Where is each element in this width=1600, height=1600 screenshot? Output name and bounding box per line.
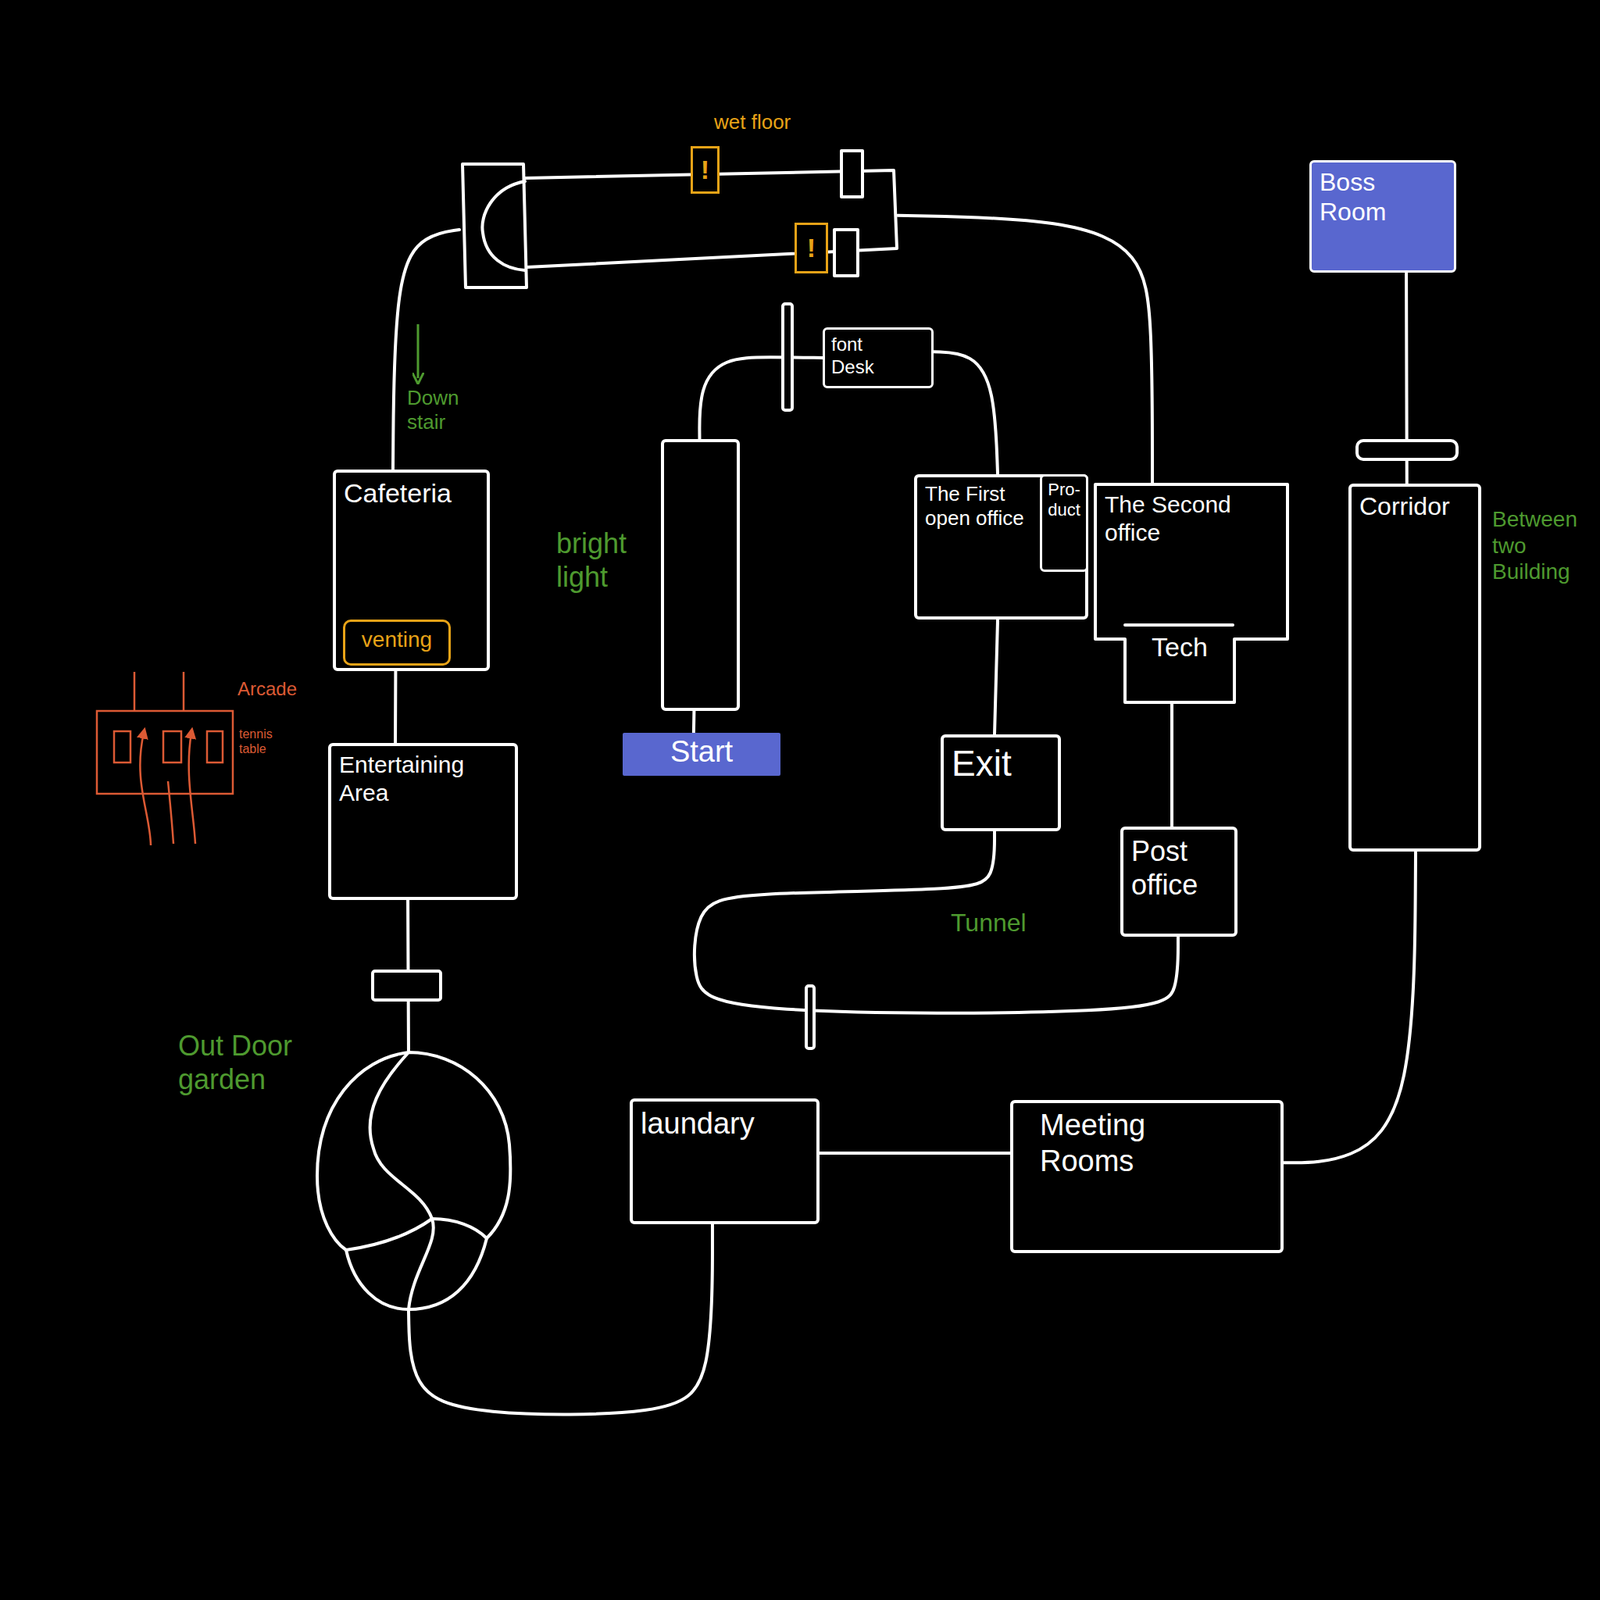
- tennis-table: [163, 731, 182, 763]
- node-label: Exit: [951, 742, 1050, 786]
- node-label: Tech: [1125, 631, 1235, 664]
- wet-floor-sign: !: [690, 146, 720, 194]
- outline-path: [1125, 623, 1233, 627]
- outline-path: [370, 1052, 434, 1310]
- door: [1357, 440, 1458, 460]
- node-label: The Second office: [1104, 490, 1277, 547]
- connector: [692, 710, 697, 733]
- node-label: Boss Room: [1319, 167, 1422, 228]
- arcade-wall: [133, 671, 136, 711]
- node-label: Out Door garden: [178, 1028, 308, 1097]
- down-arrow: [417, 324, 420, 379]
- outline-path: [841, 150, 863, 197]
- room-box: Exit: [940, 734, 1061, 832]
- outline-path: [432, 1218, 487, 1239]
- note-label: tennis table: [239, 726, 283, 757]
- hallway-box: bright light: [660, 439, 740, 711]
- wet-floor-sign: !: [794, 222, 829, 274]
- start-band: Start: [622, 732, 781, 776]
- front-desk: font Desk: [822, 327, 934, 389]
- room-box: venting Cafeteria: [332, 469, 490, 672]
- note-label: Between two Building: [1492, 506, 1588, 586]
- arcade-path: [167, 781, 174, 844]
- connector: [699, 357, 823, 440]
- node-label: Start: [627, 734, 776, 771]
- room-box: Entertaining Area: [328, 742, 518, 900]
- door: [372, 971, 441, 1000]
- room-box: Pro- duct: [1039, 474, 1089, 572]
- hazard-box: venting: [342, 619, 451, 666]
- garden-shape: Out Door garden: [310, 1050, 516, 1311]
- tennis-table: [207, 731, 223, 763]
- outline-path: [1095, 484, 1288, 703]
- door: [782, 303, 793, 411]
- node-label: Corridor: [1359, 491, 1471, 522]
- room-shape: The Second officeTech: [1093, 482, 1290, 704]
- connector: [1170, 703, 1174, 827]
- node-label: bright light: [556, 526, 650, 594]
- node-label: Meeting Rooms: [1021, 1107, 1204, 1179]
- boss-room: Boss Room: [1309, 160, 1457, 273]
- edge-label: Down stair: [404, 385, 468, 435]
- connector: [933, 351, 998, 475]
- connector: [694, 831, 1179, 1014]
- door: [806, 985, 815, 1049]
- connector: [408, 1224, 713, 1415]
- hallway-tube: wet floor: [459, 160, 898, 291]
- edge-label: Tunnel: [948, 907, 1043, 938]
- corridor-box: Corridor: [1348, 483, 1482, 852]
- arcade-wall: [182, 671, 186, 711]
- connector: [994, 619, 998, 735]
- outline-path: [482, 181, 525, 271]
- hallway-tube-outline: [459, 160, 898, 291]
- room-box: Pro- ductThe First open office: [914, 474, 1089, 620]
- outline-path: [462, 164, 527, 288]
- connector: [1283, 851, 1416, 1163]
- connector: [897, 215, 1153, 483]
- node-label: Entertaining Area: [339, 750, 508, 808]
- arcade-path: [189, 732, 196, 844]
- node-label: Cafeteria: [343, 477, 479, 510]
- outline-path: [317, 1052, 511, 1310]
- note-label: Arcade: [237, 678, 308, 701]
- outline-path: [346, 1218, 433, 1250]
- outline-path: [834, 229, 858, 276]
- room-box: laundary: [629, 1098, 820, 1225]
- node-label: font Desk: [831, 333, 890, 379]
- room-box: Meeting Rooms: [1010, 1100, 1284, 1254]
- node-label: The First open office: [925, 482, 1078, 531]
- node-label: Pro- duct: [1043, 479, 1085, 522]
- garden-shape-outline: [310, 1050, 516, 1311]
- node-label: venting: [350, 626, 444, 654]
- node-label: laundary: [640, 1106, 809, 1143]
- connector: [819, 1151, 1011, 1155]
- connector: [393, 671, 397, 743]
- arcade-path: [139, 732, 151, 846]
- arcade-sketch: [96, 671, 233, 846]
- arcade-room: [96, 710, 233, 794]
- tennis-table: [114, 731, 131, 763]
- node-label: wet floor: [714, 110, 832, 135]
- node-label: Post office: [1131, 834, 1227, 902]
- room-box: Post office: [1120, 826, 1238, 937]
